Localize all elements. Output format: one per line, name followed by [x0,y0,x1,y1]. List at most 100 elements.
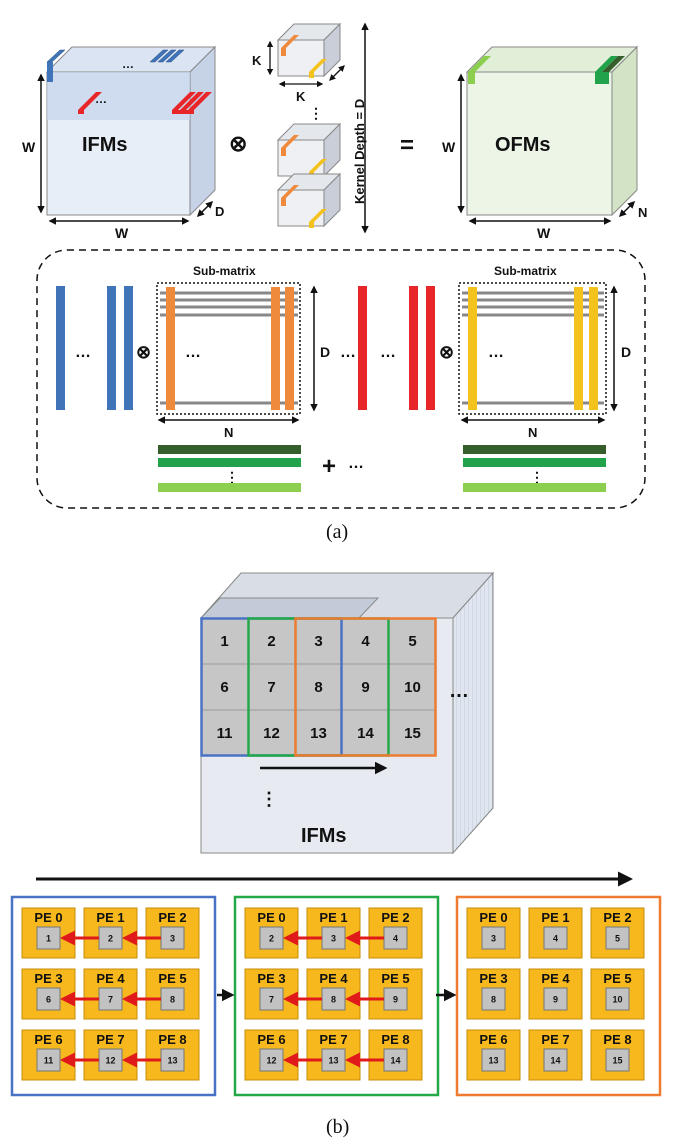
red-vector [358,286,367,410]
pe-label: PE 3 [257,971,285,986]
pe-register-value: 2 [108,934,113,944]
yellow-column [468,287,477,410]
pe-register-value: 3 [491,934,496,944]
pe-cell [590,968,645,1020]
grid-cell-value: 7 [267,679,275,696]
pe-label: PE 2 [603,910,631,925]
blue-vector [107,286,116,410]
ifms-depth-arrow [196,200,214,218]
pe-label: PE 7 [541,1032,569,1047]
right-n-label: N [528,425,537,440]
pe-label: PE 8 [158,1032,186,1047]
right-conv-op: ⊗ [439,342,454,362]
pe-register-value: 14 [390,1056,400,1066]
pe-label: PE 1 [319,910,347,925]
red-vector [426,286,435,410]
pe-register-value: 5 [615,934,620,944]
grid-cell [388,709,437,757]
output-bar-green [158,458,301,467]
grid-cell-value: 6 [220,679,228,696]
pe-register-value: 8 [491,995,496,1005]
grid-cell-value: 10 [404,679,421,696]
grid-down-vdots: ⋮ [260,789,278,809]
output-bar-light-green [463,483,606,492]
pe-register [605,1048,630,1072]
pe-register [481,926,506,950]
pe-label: PE 8 [381,1032,409,1047]
pe-label: PE 6 [479,1032,507,1047]
pe-register-value: 15 [612,1056,622,1066]
pe-register-value: 14 [550,1056,560,1066]
ifms-cube: … … IFMs [45,45,217,217]
ifms-ellipsis-top: … [122,57,134,71]
caption-a: (a) [326,521,348,543]
pe-label: PE 0 [257,910,285,925]
left-d-label: D [320,344,330,360]
left-n-label: N [224,425,233,440]
red-vector [409,286,418,410]
right-group: … … ⊗ Sub-matrix … D N ⋮ [340,264,631,492]
grid-cell [247,663,296,711]
pe-register-value: 7 [269,995,274,1005]
part-a: … … IFMs W W D ⊗ K K ⋮ [22,22,647,543]
orange-column [166,287,175,410]
equals-symbol: = [400,132,414,159]
right-d-label: D [621,344,631,360]
output-bar-dark-green [463,445,606,454]
grid-right-ellipsis: … [449,680,469,702]
pe-label: PE 6 [34,1032,62,1047]
left-output-vdots: ⋮ [225,469,239,485]
ofms-cube: OFMs [465,45,639,217]
yellow-column [574,287,583,410]
orange-column [271,287,280,410]
pe-label: PE 5 [603,971,631,986]
pe-label: PE 8 [603,1032,631,1047]
grid-cell [388,663,437,711]
pe-label: PE 6 [257,1032,285,1047]
output-bar-green [463,458,606,467]
left-conv-op: ⊗ [136,342,151,362]
pe-register [605,987,630,1011]
pe-register-value: 7 [108,995,113,1005]
output-bar-dark-green [158,445,301,454]
grid-cell-value: 14 [357,725,374,742]
right-ellipsis-1: … [380,344,396,361]
ofms-w-vertical-label: W [442,139,456,155]
kernel-depth-label: Kernel Depth = D [352,99,367,204]
grid-cell-value: 2 [267,633,275,650]
pe-register-value: 3 [331,934,336,944]
ifms-w-horizontal-label: W [115,225,129,241]
grid-cell-value: 11 [217,725,233,742]
pe-label: PE 5 [158,971,186,986]
pe-label: PE 3 [479,971,507,986]
pe-register-value: 12 [105,1056,115,1066]
grid-cell-value: 15 [404,725,421,742]
pe-register-value: 3 [170,934,175,944]
pe-register-value: 8 [170,995,175,1005]
ofms-w-horizontal-label: W [537,225,551,241]
pe-register-value: 13 [167,1056,177,1066]
pe-label: PE 1 [96,910,124,925]
kernel-k-horizontal-label: K [296,89,306,104]
orange-column [285,287,294,410]
ofms-depth-arrow [618,200,636,218]
pe-label: PE 4 [96,971,125,986]
plus-symbol: + [322,453,336,480]
plus-ellipsis: … [348,455,364,472]
pe-label: PE 7 [319,1032,347,1047]
pe-label: PE 7 [96,1032,124,1047]
pe-label: PE 5 [381,971,409,986]
right-output-vdots: ⋮ [530,469,544,485]
ifms-label: IFMs [82,134,128,156]
pe-register-value: 11 [44,1056,54,1066]
left-group: … ⊗ Sub-matrix … D N ⋮ [56,264,330,492]
kernel-k-vertical-label: K [252,53,262,68]
conv-op-symbol: ⊗ [229,131,247,156]
grid-cell-value: 12 [263,725,280,742]
pe-register-value: 9 [393,995,398,1005]
pe-register-value: 1 [46,934,51,944]
grid-cell [388,617,437,665]
pe-label: PE 2 [381,910,409,925]
